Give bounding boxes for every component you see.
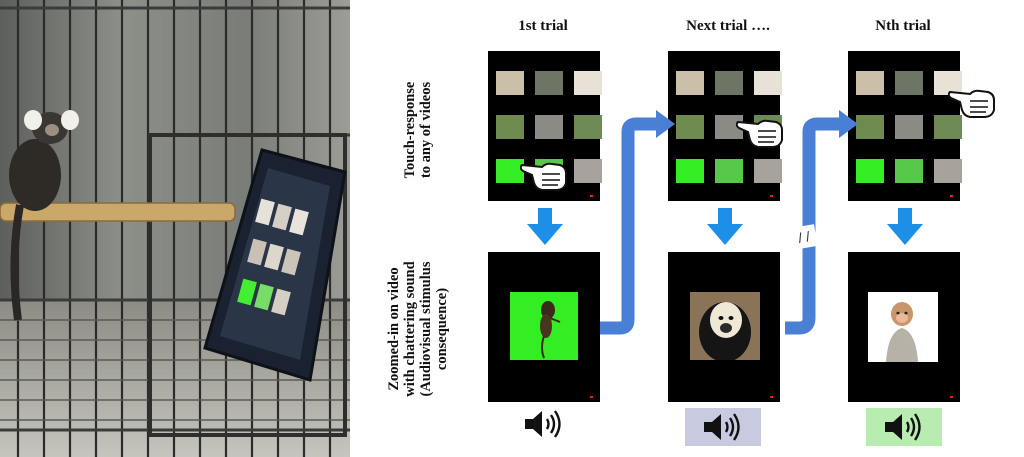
header-next-trial: Next trial …. bbox=[686, 18, 770, 34]
zoomed-video-screen-trial-1 bbox=[488, 252, 600, 402]
video-thumb bbox=[895, 159, 923, 183]
video-thumb bbox=[856, 115, 884, 139]
cage-photo bbox=[0, 0, 350, 457]
video-thumb bbox=[574, 159, 602, 183]
pointing-hand-icon bbox=[736, 119, 783, 148]
selection-screen-nth-trial bbox=[848, 51, 962, 201]
header-first-trial: 1st trial bbox=[518, 18, 568, 34]
touch-response-label: Touch-response to any of videos bbox=[402, 81, 434, 179]
speaker-icon bbox=[885, 413, 921, 441]
sound-indicator-next-trial bbox=[685, 408, 761, 446]
marmoset-figure bbox=[540, 301, 561, 359]
pointing-hand-icon bbox=[948, 89, 995, 118]
macaque-figure bbox=[886, 302, 918, 362]
trial-transition-arrow bbox=[600, 110, 675, 335]
screen-indicator bbox=[950, 195, 953, 197]
video-thumb bbox=[715, 159, 743, 183]
video-thumb bbox=[496, 71, 524, 95]
screen-indicator bbox=[590, 396, 593, 398]
screen-indicator bbox=[770, 195, 773, 197]
video-thumb bbox=[934, 115, 962, 139]
down-arrow bbox=[887, 208, 923, 245]
video-thumb bbox=[676, 159, 704, 183]
video-thumb bbox=[715, 71, 743, 95]
header-nth-trial: Nth trial bbox=[875, 18, 931, 34]
zoomed-in-label: Zoomed-in on video with chattering sound… bbox=[386, 261, 450, 397]
marmoset bbox=[9, 110, 79, 321]
saki-monkey-figure bbox=[690, 292, 760, 362]
zoomed-video bbox=[690, 292, 760, 362]
video-thumb bbox=[574, 115, 602, 139]
zoomed-video-screen-nth-trial bbox=[848, 252, 960, 402]
zoomed-video-screen-next-trial bbox=[668, 252, 780, 402]
video-thumb bbox=[496, 115, 524, 139]
zoomed-video bbox=[510, 292, 578, 360]
screen-indicator bbox=[590, 195, 593, 197]
sound-indicator-nth-trial bbox=[866, 408, 942, 446]
video-thumb bbox=[934, 159, 962, 183]
screen-indicator bbox=[770, 396, 773, 398]
speaker-icon bbox=[704, 413, 740, 441]
video-thumb bbox=[535, 71, 563, 95]
video-thumb bbox=[856, 159, 884, 183]
video-thumb bbox=[754, 159, 782, 183]
speaker-icon bbox=[525, 410, 561, 438]
pointing-hand-icon bbox=[520, 162, 567, 191]
video-thumb bbox=[574, 71, 602, 95]
video-thumb bbox=[895, 71, 923, 95]
video-thumb bbox=[496, 159, 524, 183]
video-thumb bbox=[895, 115, 923, 139]
video-thumb bbox=[676, 115, 704, 139]
video-thumb bbox=[934, 71, 962, 95]
video-thumb bbox=[535, 115, 563, 139]
tablet-device bbox=[203, 148, 347, 382]
screen-indicator bbox=[950, 396, 953, 398]
zoomed-video bbox=[868, 292, 938, 362]
selection-screen-next-trial bbox=[668, 51, 782, 201]
video-thumb bbox=[676, 71, 704, 95]
video-thumb bbox=[754, 71, 782, 95]
sound-indicator-trial-1 bbox=[506, 405, 582, 443]
down-arrow bbox=[707, 208, 743, 245]
video-thumb bbox=[856, 71, 884, 95]
down-arrow bbox=[527, 208, 563, 245]
break-mark: / / bbox=[790, 224, 818, 250]
